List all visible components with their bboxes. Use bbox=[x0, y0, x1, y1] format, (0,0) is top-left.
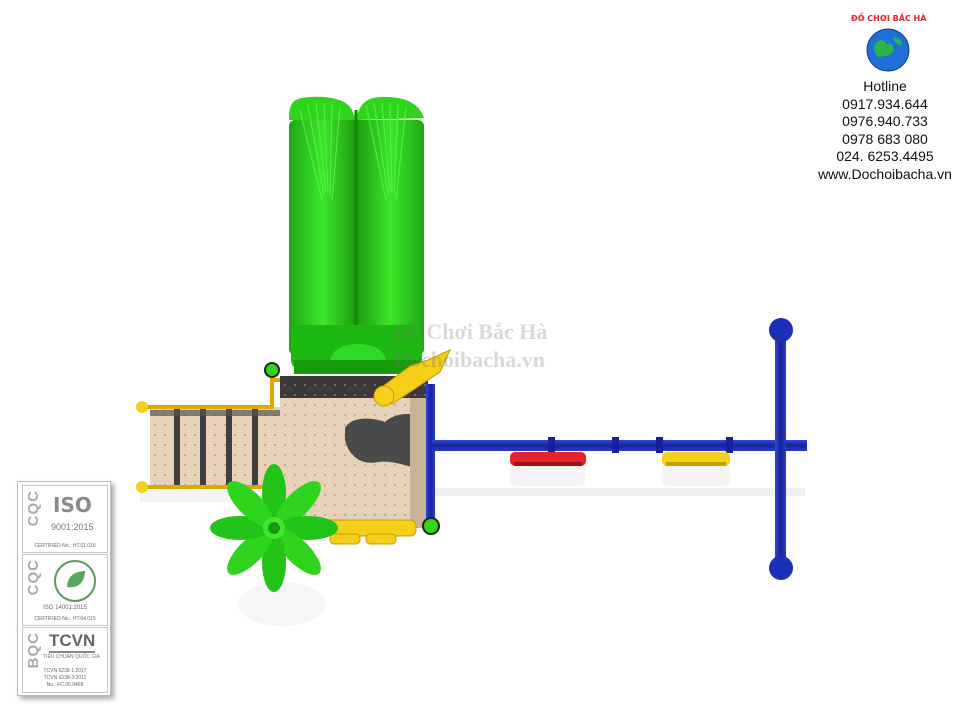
tcvn-badge: BQC TCVN TIÊU CHUẨN QUỐC GIA TCVN 6238-1… bbox=[22, 627, 108, 693]
cqc-side-label: CQC bbox=[25, 490, 42, 527]
iso-14001-cert-no: CERTIFIED-No.: HT.04.015 bbox=[34, 616, 96, 622]
tcvn-line-3: No.: FC.05.0468 bbox=[46, 682, 84, 688]
certification-panel: CQC ISO 9001:2015 CERTIFIED-No.: HT.01.0… bbox=[17, 481, 111, 696]
tcvn-mark: TCVN bbox=[49, 631, 96, 653]
contact-info: Hotline 0917.934.644 0976.940.733 0978 6… bbox=[800, 78, 960, 183]
brand-logo: ĐỒ CHƠI BẮC HÀ bbox=[849, 14, 927, 76]
website: www.Dochoibacha.vn bbox=[818, 165, 952, 182]
phone-2: 0976.940.733 bbox=[842, 113, 928, 129]
iso-9001-standard: 9001:2015 bbox=[51, 522, 94, 532]
iso-14001-standard: ISO 14001:2015 bbox=[43, 605, 87, 611]
watermark-line-1: Đồ Chơi Bắc Hà bbox=[394, 319, 548, 344]
tcvn-subtitle: TIÊU CHUẨN QUỐC GIA bbox=[43, 654, 100, 660]
swing-seat-red bbox=[510, 452, 586, 466]
phone-1: 0917.934.644 bbox=[842, 95, 928, 112]
tcvn-line-2: TCVN 6238-3:2011 bbox=[43, 675, 87, 681]
iso-mark: ISO bbox=[53, 493, 92, 517]
cqc-side-label-2: CQC bbox=[25, 559, 42, 596]
hotline-label: Hotline bbox=[863, 78, 907, 94]
staircase bbox=[136, 362, 280, 493]
iso-14001-badge: CQC ISO 14001:2015 CERTIFIED-No.: HT.04.… bbox=[22, 554, 108, 626]
flower-decoration bbox=[210, 464, 338, 592]
swing-seat-yellow bbox=[662, 452, 730, 466]
double-slide bbox=[289, 96, 424, 374]
iso-9001-badge: CQC ISO 9001:2015 CERTIFIED-No.: HT.01.0… bbox=[22, 485, 108, 553]
tcvn-line-1: TCVN 6238-1:2017 bbox=[43, 668, 87, 674]
play-deck bbox=[280, 376, 428, 528]
iso-9001-cert-no: CERTIFIED-No.: HT.01.015 bbox=[34, 543, 96, 549]
watermark: Đồ Chơi Bắc Hà Dochoibacha.vn bbox=[394, 318, 547, 374]
phone-4: 024. 6253.4495 bbox=[836, 148, 934, 164]
phone-3: 0978 683 080 bbox=[842, 130, 928, 147]
watermark-line-2: Dochoibacha.vn bbox=[394, 347, 545, 372]
logo-text: ĐỒ CHƠI BẮC HÀ bbox=[851, 14, 927, 23]
swing-frame bbox=[422, 318, 807, 580]
bqc-side-label: BQC bbox=[25, 632, 42, 669]
leaf-icon bbox=[54, 560, 96, 602]
